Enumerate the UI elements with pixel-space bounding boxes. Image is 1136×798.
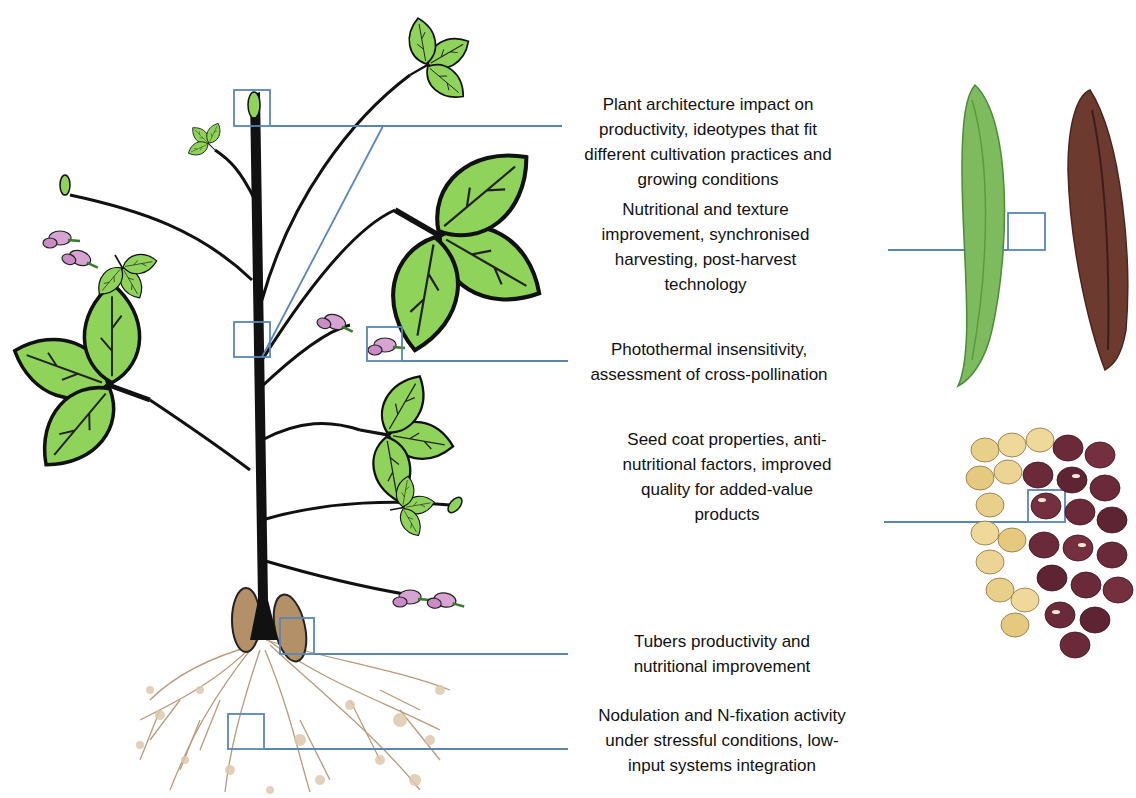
callout-label: Photothermal insensitivity, assessment o… <box>579 337 839 387</box>
callout-label: Seed coat properties, anti-nutritional f… <box>612 427 842 527</box>
callout-label: Nutritional and texture improvement, syn… <box>598 197 813 297</box>
callout-label: Nodulation and N-fixation activity under… <box>597 703 847 778</box>
callout-label: Plant architecture impact on productivit… <box>568 92 848 192</box>
callout-label: Tubers productivity and nutritional impr… <box>602 629 842 679</box>
